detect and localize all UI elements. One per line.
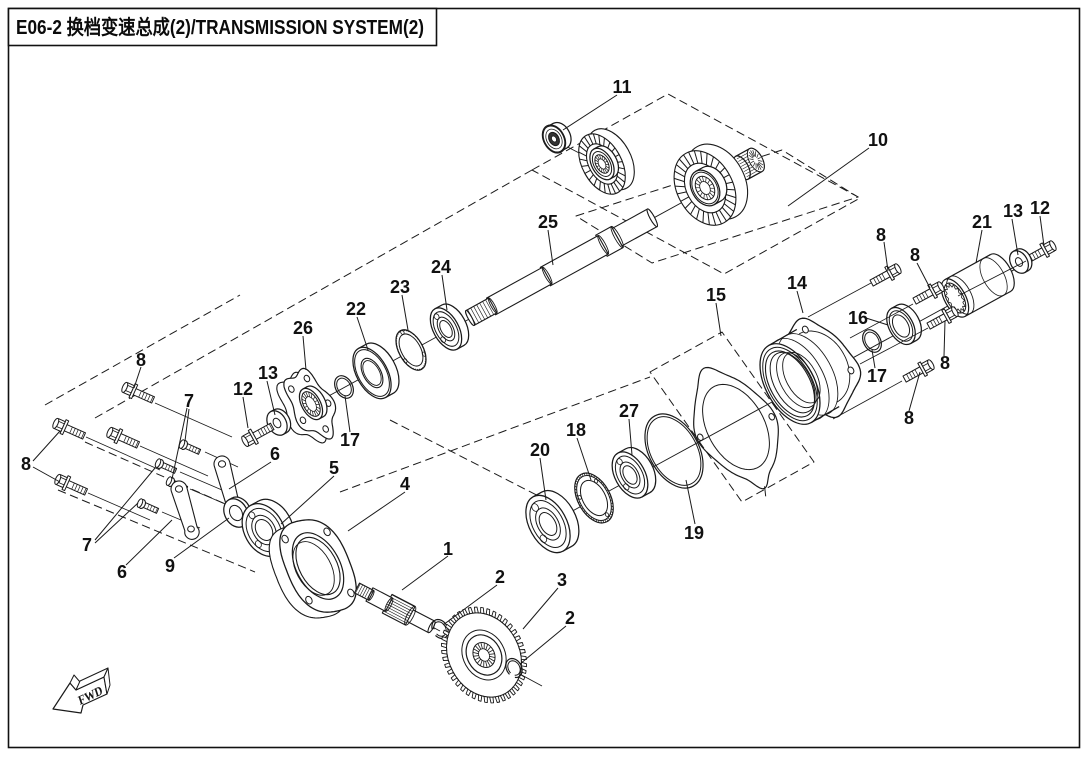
- part-label-23: 23: [390, 277, 410, 297]
- o-ring-19: [644, 413, 704, 489]
- lock-nut-11: [541, 121, 572, 154]
- part-label-24: 24: [431, 257, 451, 277]
- title-block: E06-2 换档变速总成(2)/TRANSMISSION SYSTEM(2): [7, 7, 438, 47]
- rear-housing-14: [759, 317, 862, 425]
- part-label-15: 15: [706, 285, 726, 305]
- flange-bolt-8b: [52, 417, 86, 440]
- part-label-17: 17: [867, 366, 887, 386]
- bevel-gear-shaft-10: [673, 143, 765, 226]
- snap-ring-2b: [505, 657, 523, 679]
- front-housing-4: [268, 519, 357, 619]
- part-label-5: 5: [329, 458, 339, 478]
- part-label-8: 8: [904, 408, 914, 428]
- ball-bearing-24: [429, 303, 470, 351]
- output-flange-26: [276, 367, 337, 444]
- part-label-19: 19: [684, 523, 704, 543]
- lock-washer-23: [395, 329, 427, 371]
- parts-layer: [52, 121, 1057, 704]
- labels-layer: 1223456677888888910111212131314151617171…: [21, 77, 1050, 628]
- input-shaft-1: [353, 582, 436, 634]
- part-label-8: 8: [21, 454, 31, 474]
- flange-bolt-8d: [54, 473, 88, 496]
- flange-bolt-8e: [869, 263, 902, 287]
- flange-bolt-8g: [926, 306, 959, 330]
- flange-bolt-8c: [106, 426, 140, 449]
- screw-7b: [154, 458, 178, 474]
- bracket-6b: [170, 480, 200, 540]
- part-label-11: 11: [612, 77, 631, 97]
- part-label-8: 8: [876, 225, 886, 245]
- part-label-1: 1: [443, 539, 453, 559]
- part-label-7: 7: [184, 391, 194, 411]
- part-label-8: 8: [136, 350, 146, 370]
- bearing-cup-22: [352, 342, 400, 400]
- serrated-washer-18: [574, 472, 614, 524]
- screw-7d: [136, 498, 160, 514]
- flange-bolt-12b: [1027, 240, 1057, 263]
- small-bevel-gear-10: [578, 128, 635, 195]
- part-label-13: 13: [258, 363, 278, 383]
- part-label-21: 21: [972, 212, 992, 232]
- flange-bolt-8h: [902, 359, 935, 383]
- o-ring-17a: [334, 375, 354, 399]
- oil-seal-16: [886, 303, 923, 346]
- ball-bearing-27: [611, 446, 657, 499]
- part-label-12: 12: [233, 379, 253, 399]
- part-label-27: 27: [619, 401, 639, 421]
- part-label-25: 25: [538, 212, 558, 232]
- screw-7a: [178, 439, 202, 455]
- flange-bolt-8a: [121, 381, 155, 404]
- flange-bolt-12a: [241, 422, 275, 447]
- washer-13a: [266, 408, 292, 436]
- part-label-16: 16: [848, 308, 868, 328]
- part-label-6: 6: [270, 444, 280, 464]
- part-label-9: 9: [165, 556, 175, 576]
- part-label-3: 3: [557, 570, 567, 590]
- o-ring-17b: [862, 329, 882, 353]
- page-title: E06-2 换档变速总成(2)/TRANSMISSION SYSTEM(2): [16, 15, 424, 39]
- output-shaft-25: [465, 208, 659, 327]
- part-label-22: 22: [346, 299, 366, 319]
- fwd-direction-arrow: FWD: [52, 667, 111, 714]
- ball-bearing-20: [525, 489, 580, 554]
- part-label-20: 20: [530, 440, 550, 460]
- part-label-10: 10: [868, 130, 888, 150]
- title-box: [7, 7, 438, 47]
- part-label-26: 26: [293, 318, 313, 338]
- part-label-4: 4: [400, 474, 410, 494]
- leader-lines-layer: [32, 94, 1045, 665]
- part-label-8: 8: [940, 353, 950, 373]
- page-border: [7, 7, 1081, 749]
- part-label-18: 18: [566, 420, 586, 440]
- bolt-axis-lines-right: [807, 260, 1027, 420]
- part-label-7: 7: [82, 535, 92, 555]
- gasket-15: [693, 366, 779, 497]
- part-label-17: 17: [340, 430, 360, 450]
- part-label-13: 13: [1003, 201, 1023, 221]
- part-label-12: 12: [1030, 198, 1050, 218]
- part-label-6: 6: [117, 562, 127, 582]
- part-label-8: 8: [910, 245, 920, 265]
- part-label-14: 14: [787, 273, 807, 293]
- spur-gear-3: [441, 606, 527, 704]
- part-label-2: 2: [495, 567, 505, 587]
- part-label-2: 2: [565, 608, 575, 628]
